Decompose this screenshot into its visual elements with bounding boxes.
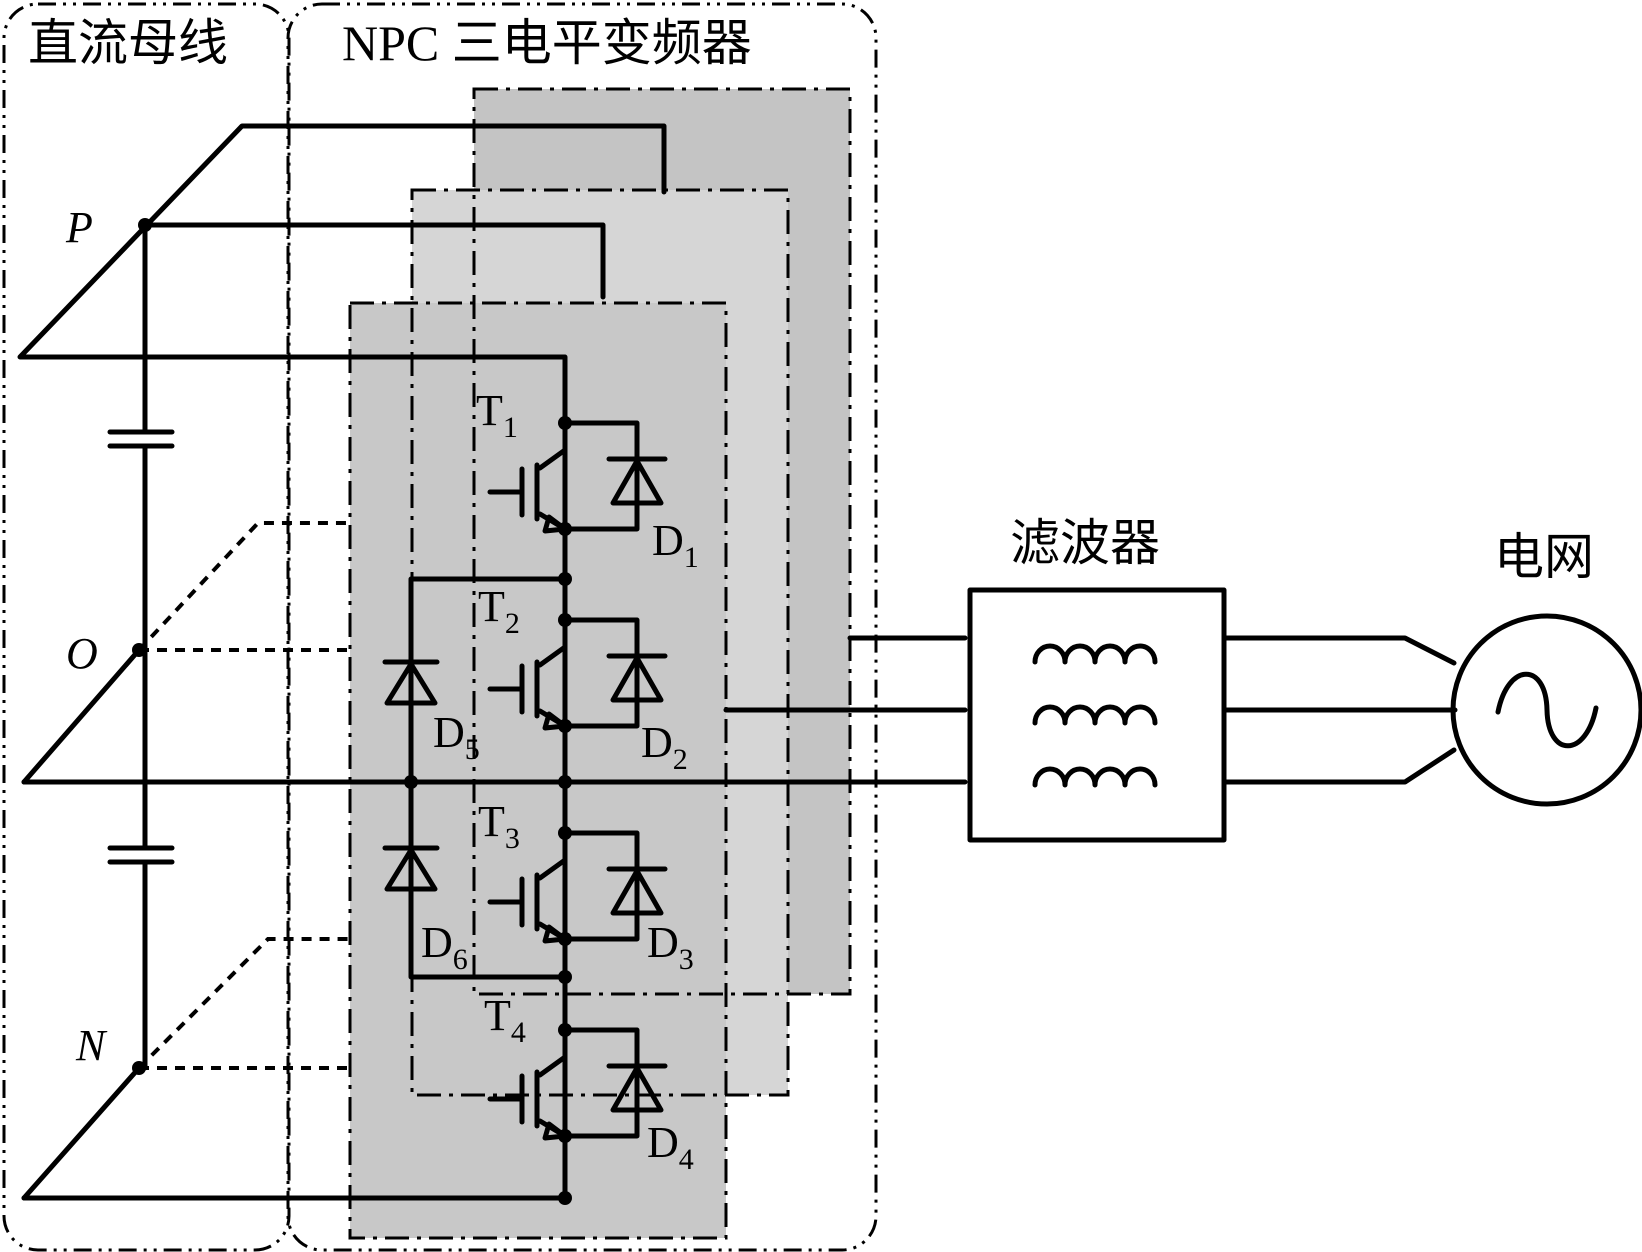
phase-panel-front-border: [348, 301, 728, 1240]
inductor-coil-1: [1032, 643, 1158, 665]
diode-label-6: D6: [421, 918, 468, 976]
inductor-coil-3: [1032, 766, 1158, 788]
phase-panel-middle-border: [410, 188, 790, 1097]
phase-panel-back-border: [472, 87, 852, 996]
diode-label-1: D1: [652, 516, 699, 574]
dc-bus-group-border: [2, 2, 291, 1252]
inductor-coil-2: [1032, 704, 1158, 726]
sine-wave-icon: [1495, 671, 1599, 749]
switch-cell-3: [487, 826, 668, 976]
output-lines: [562, 635, 968, 785]
grid-source: [1450, 613, 1642, 807]
diode-label-5: D5: [433, 708, 480, 766]
grid-connection-lines: [1221, 635, 1458, 785]
switch-label-3: T3: [478, 797, 520, 855]
p-rail: [17, 123, 667, 1201]
switch-cell-4: [487, 1023, 668, 1173]
node-p-label: P: [65, 203, 93, 252]
node-o-label: O: [66, 629, 98, 678]
switch-label-4: T4: [484, 991, 526, 1049]
clamp-junction-dot: [404, 775, 418, 789]
dc-bus-capacitors: [107, 222, 175, 1071]
converter-group-border: [286, 2, 878, 1252]
o-rail: [21, 521, 568, 785]
node-n-label: N: [75, 1021, 108, 1070]
diode-label-4: D4: [647, 1118, 694, 1176]
dc-bus-title: 直流母线: [28, 15, 228, 71]
filter-block: [967, 587, 1227, 843]
converter-title: NPC 三电平变频器: [342, 15, 752, 71]
node-o-dot: [132, 643, 146, 657]
switch-cells: [487, 416, 668, 1205]
n-rail: [21, 937, 568, 1201]
diode-label-3: D3: [647, 918, 694, 976]
node-n-dot: [132, 1061, 146, 1075]
node-p-dot: [138, 218, 152, 232]
grid-title: 电网: [1494, 529, 1594, 585]
switch-label-2: T2: [478, 582, 520, 640]
diode-label-2: D2: [641, 718, 688, 776]
filter-title: 滤波器: [1010, 515, 1160, 571]
switch-label-1: T1: [476, 386, 518, 444]
inductor-coils: [1032, 643, 1158, 788]
